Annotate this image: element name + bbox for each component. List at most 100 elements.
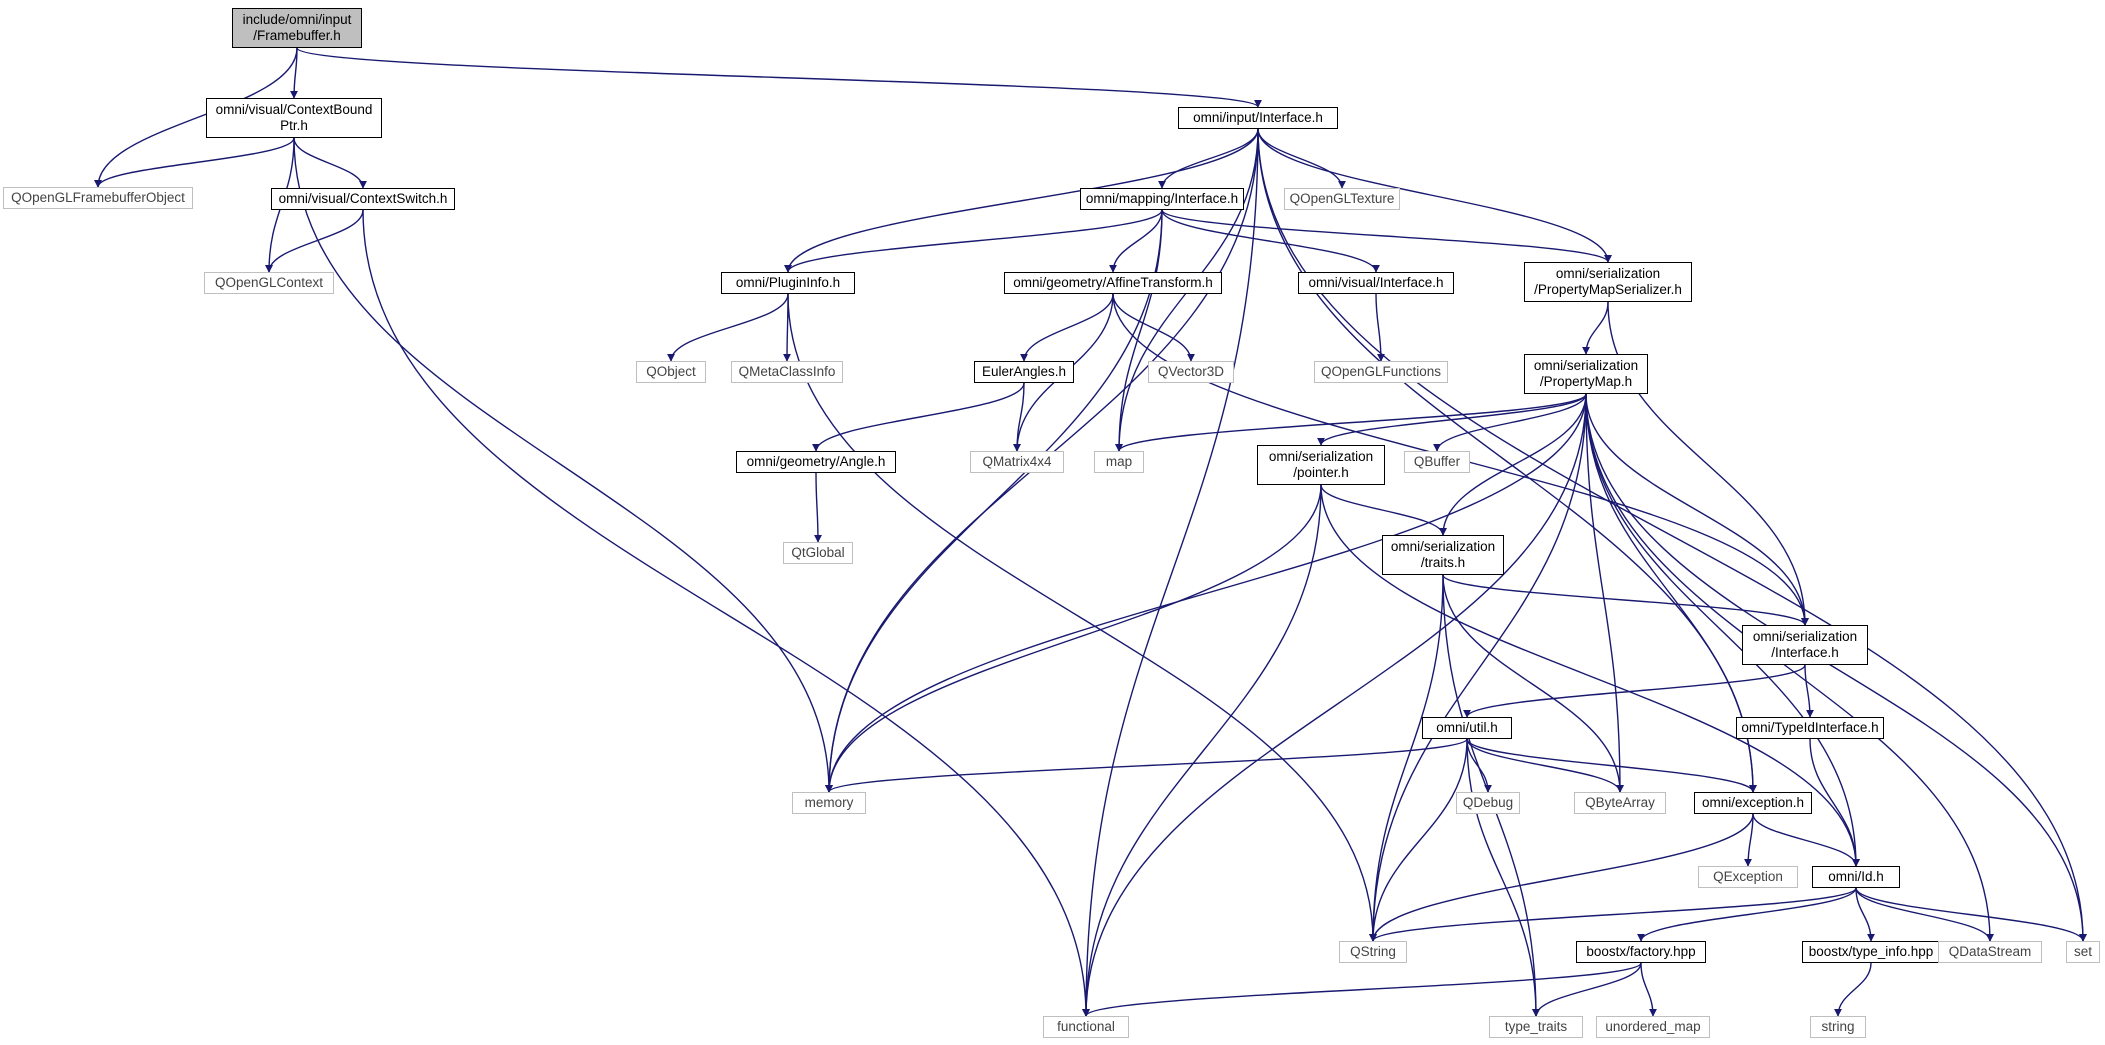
edge-id-to-set: [1855, 887, 2087, 942]
node-si[interactable]: omni/serialization /Interface.h: [1742, 625, 1868, 665]
edge-ea-to-ang: [812, 382, 1025, 452]
node-qds: QDataStream: [1938, 941, 2042, 963]
edge-at-to-ea: [1020, 293, 1114, 362]
edge-cbp-to-cs: [293, 137, 367, 189]
edge-pm-to-tr: [1439, 393, 1587, 536]
edge-id-to-ti: [1855, 887, 1875, 942]
edge-fb-to-ii: [296, 47, 1262, 108]
edge-mi-to-vi: [1161, 209, 1380, 273]
node-vi[interactable]: omni/visual/Interface.h: [1298, 272, 1454, 294]
edge-exc-to-id: [1752, 813, 1860, 867]
edge-fac-to-fn: [1082, 962, 1642, 1017]
edge-tr-to-qstr: [1369, 574, 1444, 942]
edge-tid-to-id: [1809, 738, 1860, 867]
edge-mi-to-map: [1115, 209, 1163, 452]
edge-cs-to-fn: [362, 209, 1090, 1017]
edge-pm-to-si: [1585, 393, 1809, 626]
node-qexc: QException: [1698, 866, 1798, 888]
edge-pm-to-qds: [1585, 393, 1994, 942]
edge-tr-to-qba: [1442, 574, 1624, 793]
edge-pm-to-qstr: [1369, 393, 1587, 942]
node-ptr[interactable]: omni/serialization /pointer.h: [1257, 445, 1385, 485]
edge-id-to-qds: [1855, 887, 1994, 942]
edge-ptr-to-fn: [1082, 484, 1322, 1017]
node-qtg: QtGlobal: [783, 542, 853, 564]
edge-id-to-fac: [1637, 887, 1857, 942]
edge-cs-to-qctx: [265, 209, 364, 273]
node-cs[interactable]: omni/visual/ContextSwitch.h: [271, 188, 455, 210]
node-cbp[interactable]: omni/visual/ContextBound Ptr.h: [206, 98, 382, 138]
edge-ii-to-mi: [1158, 128, 1259, 189]
edge-cbp-to-mem: [293, 137, 833, 793]
node-set: set: [2066, 941, 2100, 963]
edge-ang-to-qtg: [813, 472, 822, 543]
node-mi[interactable]: omni/mapping/Interface.h: [1080, 188, 1244, 210]
edge-ptr-to-id: [1320, 484, 1860, 867]
edge-ii-to-pms: [1257, 128, 1612, 263]
node-ea[interactable]: EulerAngles.h: [974, 361, 1074, 383]
node-qm44: QMatrix4x4: [970, 451, 1064, 473]
node-tt: type_traits: [1489, 1016, 1583, 1038]
node-qglf: QOpenGLFunctions: [1314, 361, 1448, 383]
edge-exc-to-qstr: [1369, 813, 1754, 942]
node-qbuf: QBuffer: [1404, 451, 1470, 473]
node-qstr: QString: [1339, 941, 1407, 963]
node-qctx: QOpenGLContext: [204, 272, 334, 294]
node-qdbg: QDebug: [1456, 792, 1520, 814]
edge-pi-to-qstr: [787, 293, 1377, 942]
node-tr[interactable]: omni/serialization /traits.h: [1382, 535, 1504, 575]
node-pm[interactable]: omni/serialization /PropertyMap.h: [1524, 354, 1648, 394]
edge-fb-to-qfbo: [94, 47, 298, 188]
edge-mi-to-pms: [1161, 209, 1612, 263]
node-fb[interactable]: include/omni/input /Framebuffer.h: [232, 8, 362, 48]
edge-ut-to-mem: [825, 738, 1468, 793]
node-ti[interactable]: boostx/type_info.hpp: [1802, 941, 1940, 963]
edge-pms-to-pm: [1582, 301, 1609, 355]
edge-pm-to-ptr: [1317, 393, 1587, 446]
node-exc[interactable]: omni/exception.h: [1694, 792, 1812, 814]
edge-ut-to-tt: [1466, 738, 1540, 1017]
node-tid[interactable]: omni/TypeIdInterface.h: [1736, 717, 1884, 739]
edge-pm-to-id: [1585, 393, 1860, 867]
node-qmci: QMetaClassInfo: [731, 361, 843, 383]
node-id[interactable]: omni/Id.h: [1812, 866, 1900, 888]
node-ii[interactable]: omni/input/Interface.h: [1178, 107, 1338, 129]
edge-fac-to-tt: [1532, 962, 1642, 1017]
node-qba: QByteArray: [1574, 792, 1666, 814]
edge-pm-to-fn: [1082, 393, 1587, 1017]
node-qv3: QVector3D: [1148, 361, 1234, 383]
edge-ii-to-qtex: [1257, 128, 1346, 189]
node-ut[interactable]: omni/util.h: [1422, 717, 1512, 739]
edge-pm-to-exc: [1585, 393, 1757, 793]
edge-id-to-qstr: [1369, 887, 1857, 942]
edge-ut-to-qba: [1466, 738, 1624, 793]
edge-mi-to-pi: [784, 209, 1163, 273]
node-map: map: [1094, 451, 1144, 473]
node-pms[interactable]: omni/serialization /PropertyMapSerialize…: [1524, 262, 1692, 302]
edge-pm-to-qbuf: [1433, 393, 1587, 452]
edge-exc-to-qexc: [1744, 813, 1754, 867]
edge-pm-to-set: [1585, 393, 2087, 942]
edge-ptr-to-mem: [825, 484, 1322, 793]
edge-at-to-qv3: [1112, 293, 1195, 362]
edge-pi-to-qobj: [667, 293, 789, 362]
node-fac[interactable]: boostx/factory.hpp: [1576, 941, 1706, 963]
edge-ut-to-exc: [1466, 738, 1757, 793]
edge-pm-to-map: [1115, 393, 1587, 452]
node-at[interactable]: omni/geometry/AffineTransform.h: [1004, 272, 1222, 294]
edge-ptr-to-tr: [1320, 484, 1447, 536]
node-ang[interactable]: omni/geometry/Angle.h: [736, 451, 896, 473]
edge-mi-to-at: [1109, 209, 1163, 273]
node-qfbo: QOpenGLFramebufferObject: [3, 187, 193, 209]
edge-ea-to-qm44: [1013, 382, 1025, 452]
node-pi[interactable]: omni/PluginInfo.h: [721, 272, 855, 294]
edge-ii-to-pi: [784, 128, 1259, 273]
node-um: unordered_map: [1596, 1016, 1710, 1038]
edge-mi-to-mem: [825, 209, 1163, 793]
edge-ti-to-str: [1834, 962, 1872, 1017]
node-qtex: QOpenGLTexture: [1284, 188, 1400, 210]
edge-ut-to-qstr: [1369, 738, 1468, 942]
edge-tr-to-si: [1442, 574, 1809, 626]
